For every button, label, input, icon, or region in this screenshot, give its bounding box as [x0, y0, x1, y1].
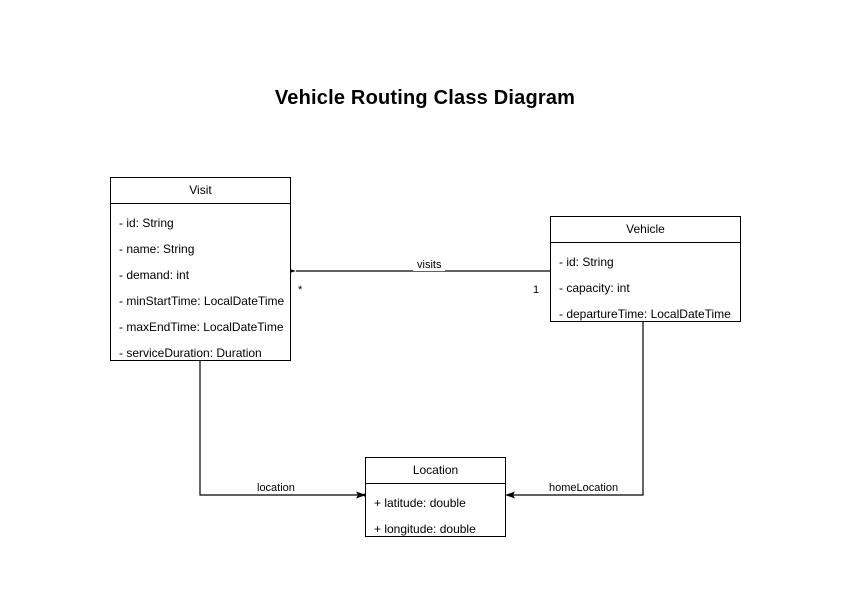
class-attribute: - serviceDuration: Duration [119, 346, 262, 360]
page-title: Vehicle Routing Class Diagram [274, 87, 576, 109]
class-box-vehicle[interactable]: Vehicle - id: String - capacity: int - d… [550, 216, 741, 322]
class-box-location[interactable]: Location + latitude: double + longitude:… [365, 457, 506, 537]
class-name-visit: Visit [111, 178, 290, 204]
class-name-location: Location [366, 458, 505, 484]
class-attribute: - demand: int [119, 268, 190, 282]
class-box-visit[interactable]: Visit - id: String - name: String - dema… [110, 177, 291, 361]
class-attribute: - id: String [559, 255, 614, 269]
class-attribute: - id: String [119, 216, 174, 230]
class-attribute: + latitude: double [374, 496, 466, 510]
edge-location [199, 361, 366, 499]
edge-home-location [505, 322, 644, 499]
class-attribute: - capacity: int [559, 281, 630, 295]
edge-label-home-location: homeLocation [545, 482, 623, 494]
class-attribute: - departureTime: LocalDateTime [559, 307, 731, 321]
class-attributes-location: + latitude: double + longitude: double [366, 484, 505, 548]
multiplicity-visit-side: * [298, 284, 303, 296]
class-attribute: + longitude: double [374, 522, 476, 536]
class-attributes-vehicle: - id: String - capacity: int - departure… [551, 243, 740, 333]
edge-label-visits: visits [413, 259, 446, 271]
multiplicity-vehicle-side: 1 [533, 284, 540, 296]
class-attribute: - minStartTime: LocalDateTime [119, 294, 285, 308]
edge-label-location: location [253, 482, 299, 494]
class-attributes-visit: - id: String - name: String - demand: in… [111, 204, 290, 372]
class-name-vehicle: Vehicle [551, 217, 740, 243]
class-attribute: - maxEndTime: LocalDateTime [119, 320, 284, 334]
class-attribute: - name: String [119, 242, 195, 256]
